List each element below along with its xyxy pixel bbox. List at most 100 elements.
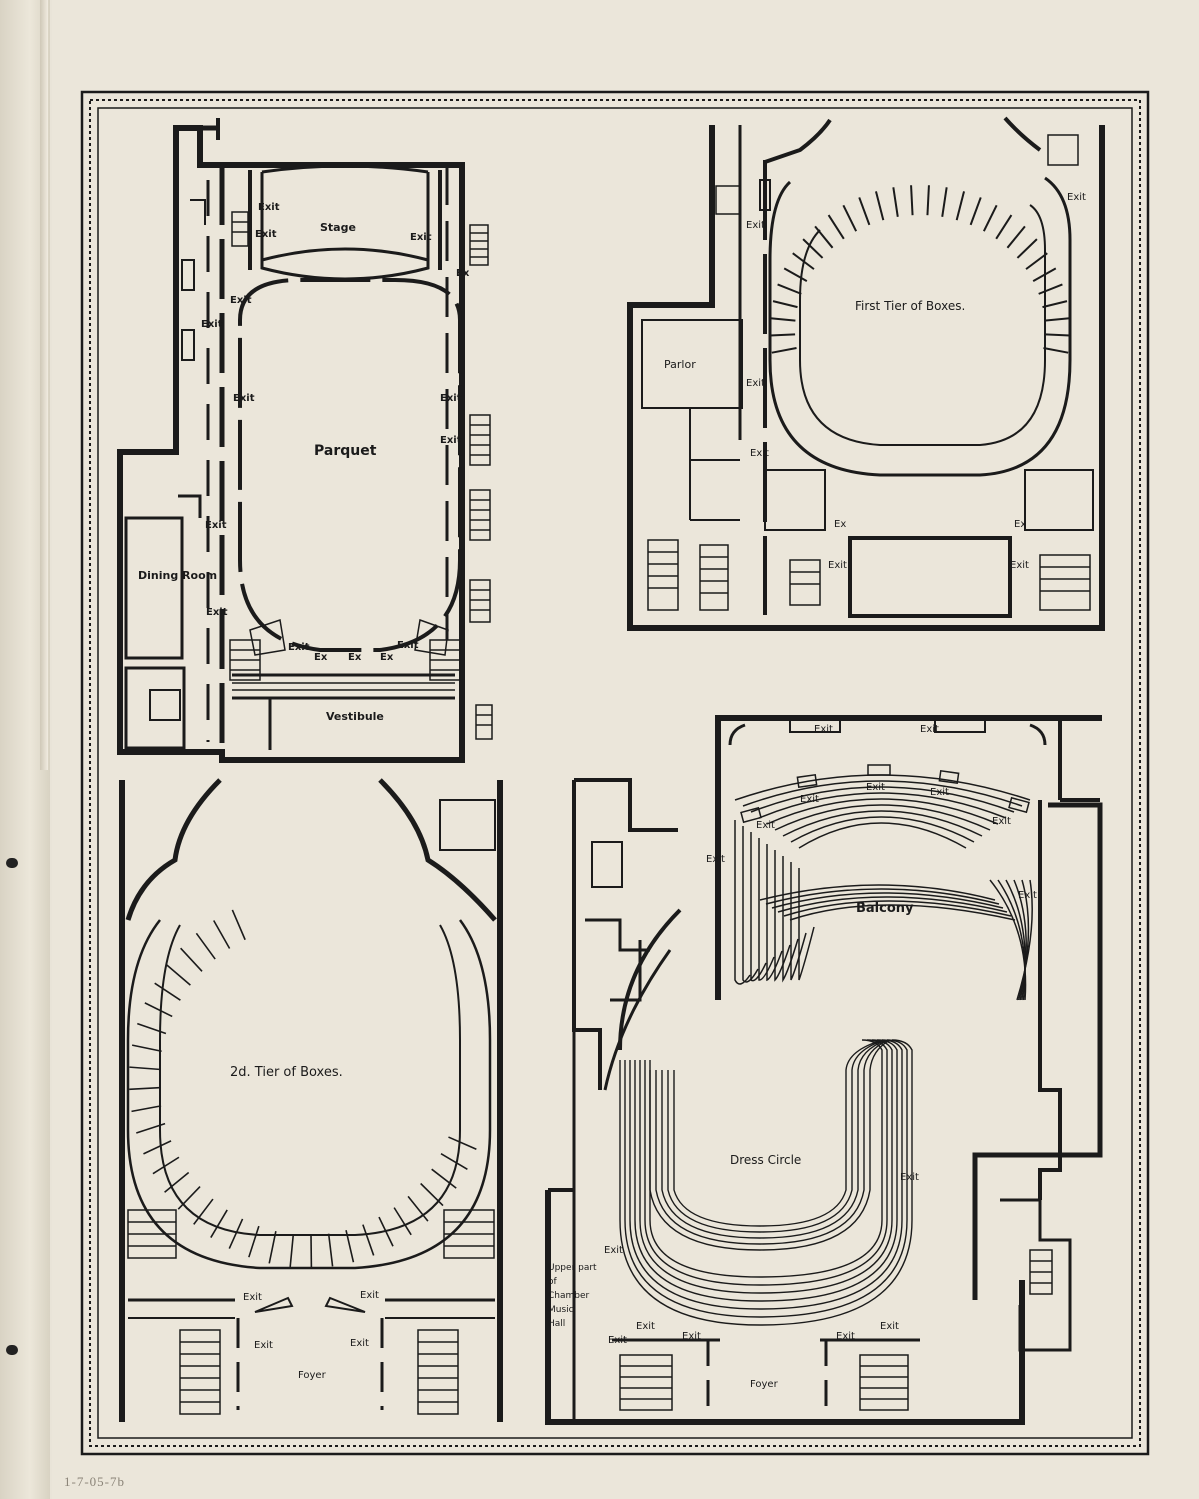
exit-label: Exit bbox=[230, 295, 252, 306]
partition-line bbox=[1044, 333, 1070, 337]
partition-line bbox=[248, 1225, 260, 1258]
dress-circle-rows bbox=[619, 1039, 913, 1326]
partition-line bbox=[777, 283, 802, 295]
exit-label: Exit bbox=[288, 642, 310, 653]
partition-line bbox=[770, 333, 796, 337]
balcony-row bbox=[798, 822, 967, 981]
partition-line bbox=[1042, 300, 1068, 309]
exit-label: Exit bbox=[233, 393, 255, 404]
partition-line bbox=[772, 300, 798, 309]
parquet-labels: Parquet Stage Vestibule Dining Room Exit… bbox=[138, 202, 470, 723]
exit-label: Exit bbox=[243, 1292, 262, 1303]
partition-line bbox=[231, 909, 246, 941]
exit-label: Exit bbox=[604, 1245, 623, 1256]
exit-label: Exit bbox=[1010, 560, 1029, 571]
partition-line bbox=[771, 347, 797, 354]
partition-line bbox=[892, 187, 899, 217]
exit-label: Exit bbox=[350, 1338, 369, 1349]
balcony-row bbox=[1005, 879, 1026, 1001]
partition-line bbox=[289, 1234, 295, 1268]
partition-line bbox=[193, 1198, 214, 1225]
partition-line bbox=[144, 1002, 173, 1018]
box-partitions bbox=[770, 185, 1070, 354]
foyer-label: Foyer bbox=[750, 1379, 779, 1390]
chamber-hall-line: Upper part bbox=[548, 1263, 597, 1273]
partition-line bbox=[210, 1209, 228, 1238]
partition-line bbox=[228, 1218, 244, 1249]
partition-line bbox=[770, 317, 796, 322]
balcony-rows bbox=[734, 774, 1033, 1001]
exit-label: Exit bbox=[205, 520, 227, 531]
exit-label: Exit bbox=[636, 1321, 655, 1332]
partition-line bbox=[783, 267, 808, 283]
exit-label: Exit bbox=[440, 435, 462, 446]
exit-label: Exit bbox=[397, 640, 419, 651]
exit-label: Exit bbox=[1018, 890, 1037, 901]
second-tier-plan bbox=[119, 778, 503, 1422]
box-partitions bbox=[129, 909, 477, 1268]
partition-line bbox=[910, 185, 914, 216]
balcony-row bbox=[1013, 879, 1027, 1001]
partition-line bbox=[1025, 252, 1048, 270]
dress-circle-row bbox=[624, 1039, 908, 1318]
partition-line bbox=[180, 947, 203, 972]
exit-label: Exit bbox=[1067, 192, 1086, 203]
balcony-plan bbox=[545, 715, 1103, 1425]
balcony-row bbox=[766, 798, 999, 982]
partition-line bbox=[177, 1185, 201, 1210]
balcony-row bbox=[777, 896, 1008, 913]
exit-label: Exit bbox=[201, 319, 223, 330]
exit-label: Exit bbox=[992, 816, 1011, 827]
exit-label: Exit bbox=[750, 448, 769, 459]
dress-circle-row bbox=[655, 1039, 889, 1245]
parquet-plan bbox=[117, 118, 493, 763]
paper-sheet bbox=[52, 0, 1199, 1499]
partition-line bbox=[858, 197, 871, 226]
partition-line bbox=[941, 187, 948, 217]
dress-circle-row bbox=[629, 1039, 903, 1310]
page-border bbox=[80, 90, 1150, 1456]
chamber-hall-line: of bbox=[548, 1277, 558, 1287]
balcony-row bbox=[790, 816, 975, 981]
dress-circle-row bbox=[667, 1039, 885, 1233]
exit-label: Exit bbox=[880, 1321, 899, 1332]
exit-label: Exit bbox=[920, 724, 939, 735]
balcony-row bbox=[783, 900, 1012, 917]
balcony-row bbox=[742, 780, 1023, 983]
exit-label: Exit bbox=[800, 794, 819, 805]
exit-label: Exit bbox=[206, 607, 228, 618]
exit-label: Exit bbox=[756, 820, 775, 831]
partition-line bbox=[131, 1105, 162, 1113]
balcony-row bbox=[765, 888, 1000, 905]
exit-label: Exit bbox=[440, 393, 462, 404]
partition-line bbox=[129, 1086, 160, 1091]
exit-label: Exit bbox=[900, 1172, 919, 1183]
margin-note: 1-7-05-7b bbox=[64, 1474, 125, 1489]
balcony-row bbox=[989, 879, 1027, 1001]
dress-circle-row bbox=[661, 1039, 887, 1239]
balcony-label: Balcony bbox=[856, 901, 914, 916]
dress-circle-label: Dress Circle bbox=[730, 1153, 801, 1167]
exit-label: Exit bbox=[360, 1290, 379, 1301]
partition-line bbox=[154, 982, 181, 1001]
exit-label: Exit bbox=[814, 724, 833, 735]
exit-label: Exit bbox=[866, 782, 885, 793]
partition-line bbox=[1006, 225, 1026, 249]
balcony-row bbox=[1016, 879, 1033, 1001]
stage-label: Stage bbox=[320, 221, 356, 234]
partition-line bbox=[420, 1182, 444, 1207]
partition-line bbox=[131, 1044, 162, 1053]
partition-line bbox=[136, 1122, 166, 1134]
partition-line bbox=[166, 964, 191, 986]
second-tier-labels: 2d. Tier of Boxes. Foyer Exit Exit Exit … bbox=[230, 1065, 379, 1381]
binding-thread bbox=[6, 858, 18, 868]
exit-label: Exit bbox=[706, 854, 725, 865]
partition-line bbox=[213, 920, 231, 949]
partition-line bbox=[1044, 317, 1070, 322]
page-fold bbox=[40, 0, 48, 770]
parquet-label: Parquet bbox=[314, 443, 377, 459]
partition-line bbox=[129, 1066, 160, 1071]
chamber-hall-line: Music bbox=[548, 1305, 574, 1315]
ex-label: Ex bbox=[380, 652, 394, 663]
partition-line bbox=[268, 1231, 277, 1264]
